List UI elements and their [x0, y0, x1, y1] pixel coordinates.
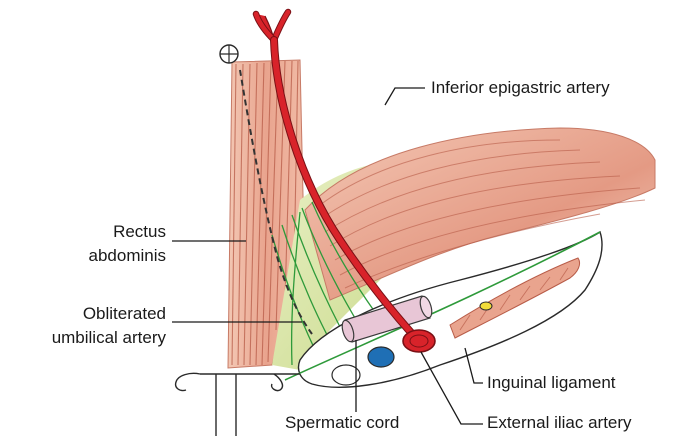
- label-external-iliac-artery: External iliac artery: [487, 413, 632, 433]
- label-spermatic-cord: Spermatic cord: [285, 413, 399, 433]
- label-obliterated-umbilical-line1: Obliterated: [10, 304, 166, 324]
- umbilicus-icon: [220, 45, 238, 63]
- label-rectus-abdominis-line1: Rectus: [40, 222, 166, 242]
- lymph-node: [480, 302, 492, 310]
- label-rectus-abdominis-line2: abdominis: [40, 246, 166, 266]
- label-inferior-epigastric-artery: Inferior epigastric artery: [431, 78, 610, 98]
- label-inguinal-ligament: Inguinal ligament: [487, 373, 616, 393]
- label-obliterated-umbilical-line2: umbilical artery: [10, 328, 166, 348]
- leader-inferior-epigastric: [385, 88, 425, 105]
- external-iliac-artery: [403, 330, 435, 352]
- inguinal-ligament-base: [176, 373, 300, 436]
- external-iliac-vein: [368, 347, 394, 367]
